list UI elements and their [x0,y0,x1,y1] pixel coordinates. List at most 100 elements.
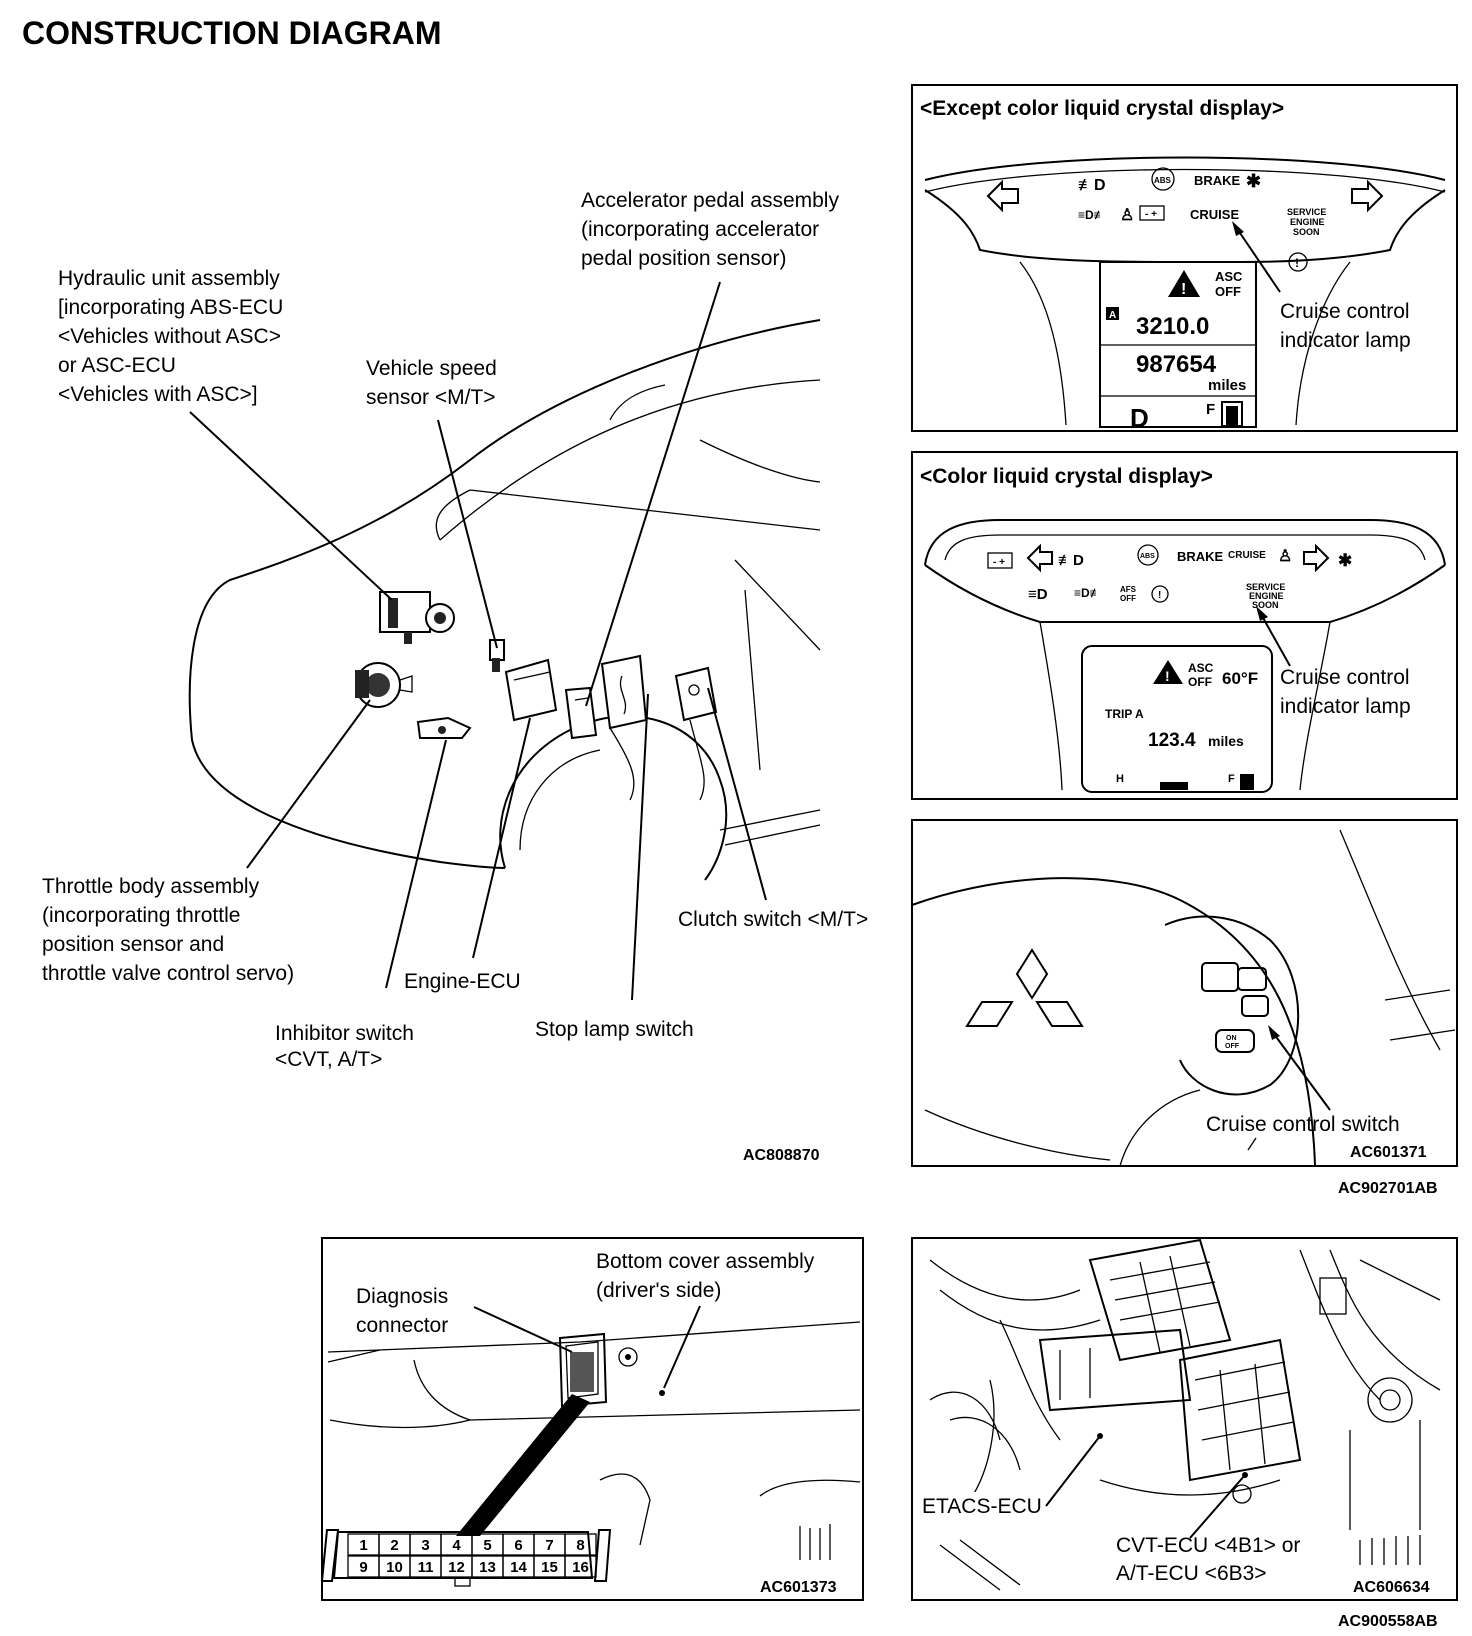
temperature-value: 60°F [1222,669,1258,688]
throttle-body-sketch [355,662,413,708]
battery-icon [987,552,1013,569]
inhibitor-switch-sketch [416,716,472,739]
connector-pin-number: 14 [510,1559,527,1576]
svg-text:ENGINE: ENGINE [1290,217,1325,227]
seatbelt-icon: ♙ [1120,207,1134,224]
connector-pin-number: 15 [541,1559,558,1576]
svg-text:A/T-ECU <6B3>: A/T-ECU <6B3> [1116,1562,1267,1585]
svg-text:SERVICE: SERVICE [1246,582,1285,592]
connector-pin-number: 6 [514,1537,522,1554]
rear-fog-icon: ≡D≢ [1078,208,1106,222]
fog-lamp-icon: ≢D [1058,552,1084,569]
odometer-value: 987654 [1136,351,1217,378]
etacs-ecu-label: ETACS-ECU [922,1495,1042,1518]
svg-text:Vehicle speed: Vehicle speed [366,357,497,380]
label-inhibitor-switch: Inhibitor switch <CVT, A/T> [275,1022,414,1071]
cancel-button-sketch [1201,962,1239,992]
svg-text:ASC: ASC [1188,661,1214,675]
trip-value: 3210.0 [1136,313,1209,340]
svg-text:indicator lamp: indicator lamp [1280,695,1411,718]
svg-text:F: F [1206,401,1215,418]
brake-indicator: BRAKE [1194,173,1241,188]
page-title: CONSTRUCTION DIAGRAM [22,15,442,51]
svg-text:AC606634: AC606634 [1353,1579,1430,1596]
car-body-outline [188,319,821,881]
res-button-sketch [1237,967,1267,991]
svg-text:!: ! [1158,590,1161,601]
battery-icon [1139,205,1165,221]
engine-ecu-sketch [504,658,558,722]
fog-lamp-icon: ≢D [1078,177,1106,194]
svg-text:position sensor and: position sensor and [42,933,224,956]
svg-text:OFF: OFF [1225,1043,1240,1050]
connector-pin-number: 12 [448,1559,465,1576]
bottom-cover-label: Bottom cover assembly [596,1250,815,1273]
airbag-icon: ✱ [1246,171,1261,191]
label-clutch-switch: Clutch switch <M/T> [678,908,868,931]
svg-text:connector: connector [356,1314,448,1337]
brake-indicator: BRAKE [1177,549,1224,564]
svg-text:miles: miles [1208,733,1244,749]
connector-pin-number: 2 [390,1537,398,1554]
panel2-cruise-lamp-label: Cruise control [1280,666,1410,689]
main-leader-lines [189,281,767,1001]
connector-pin-number: 1 [359,1537,367,1554]
abs-icon [1151,167,1175,191]
cruise-control-switch-label: Cruise control switch [1206,1113,1400,1136]
connector-pin-number: 4 [452,1537,461,1554]
connector-pin-number: 13 [479,1559,496,1576]
svg-text:A: A [1109,310,1116,321]
on-off-button-sketch [1215,1029,1255,1053]
svg-text:- +: - + [1145,209,1157,220]
svg-text:miles: miles [1208,377,1246,394]
tpms-icon [1288,252,1308,272]
trip-value: 123.4 [1148,730,1196,751]
svg-text:SOON: SOON [1252,600,1279,610]
main-figure-code: AC808870 [743,1147,820,1164]
svg-text:(driver's side): (driver's side) [596,1279,721,1302]
svg-text:or ASC-ECU: or ASC-ECU [58,354,176,377]
svg-text:<Vehicles without ASC>: <Vehicles without ASC> [58,325,281,348]
mitsubishi-logo-icon [965,948,1084,1027]
svg-text:<CVT, A/T>: <CVT, A/T> [275,1048,382,1071]
svg-text:pedal position sensor): pedal position sensor) [581,247,786,270]
connector-pin-number: 3 [421,1537,429,1554]
label-engine-ecu: Engine-ECU [404,970,521,993]
clutch-pedal-sketch [674,666,718,801]
svg-text:OFF: OFF [1120,594,1136,603]
headlamp-icon: ≡D [1028,586,1048,603]
vehicle-speed-sensor-sketch [489,639,505,672]
warning-triangle-icon [1168,270,1200,297]
connector-pin-number: 5 [483,1537,491,1554]
label-stop-lamp-switch: Stop lamp switch [535,1018,694,1041]
panel-steering-wheel: ON OFF Cruise control switch AC601371 [911,819,1458,1167]
connector-pin-number: 9 [359,1559,367,1576]
svg-text:AC601371: AC601371 [1350,1144,1427,1161]
panel1-cruise-lamp-label: Cruise control [1280,300,1410,323]
accelerator-pedal-sketch [564,686,598,740]
hydraulic-unit-sketch [379,591,455,644]
svg-text:ON: ON [1226,1035,1237,1042]
cruise-indicator: CRUISE [1228,550,1266,561]
seatbelt-icon: ♙ [1278,548,1292,565]
svg-text:indicator lamp: indicator lamp [1280,329,1411,352]
label-vehicle-speed-sensor: Vehicle speed sensor <M/T> [366,357,497,409]
svg-text:!: ! [1295,256,1299,270]
svg-text:sensor <M/T>: sensor <M/T> [366,386,496,409]
main-figure: Hydraulic unit assembly [incorporating A… [42,189,868,1164]
svg-text:OFF: OFF [1188,675,1212,689]
svg-text:Inhibitor switch: Inhibitor switch [275,1022,414,1045]
stop-lamp-pedal-sketch [600,654,648,801]
connector-pin-number: 8 [576,1537,584,1554]
svg-text:D: D [1130,403,1149,433]
svg-text:[incorporating ABS-ECU: [incorporating ABS-ECU [58,296,283,319]
left-turn-arrow-icon [1026,543,1053,573]
svg-text:SOON: SOON [1293,227,1320,237]
svg-text:OFF: OFF [1215,284,1241,299]
warning-triangle-icon [1153,660,1183,684]
svg-text:Throttle body assembly: Throttle body assembly [42,875,260,898]
right-turn-arrow-icon [1303,543,1330,573]
right-group-code: AC902701AB [1338,1180,1438,1197]
